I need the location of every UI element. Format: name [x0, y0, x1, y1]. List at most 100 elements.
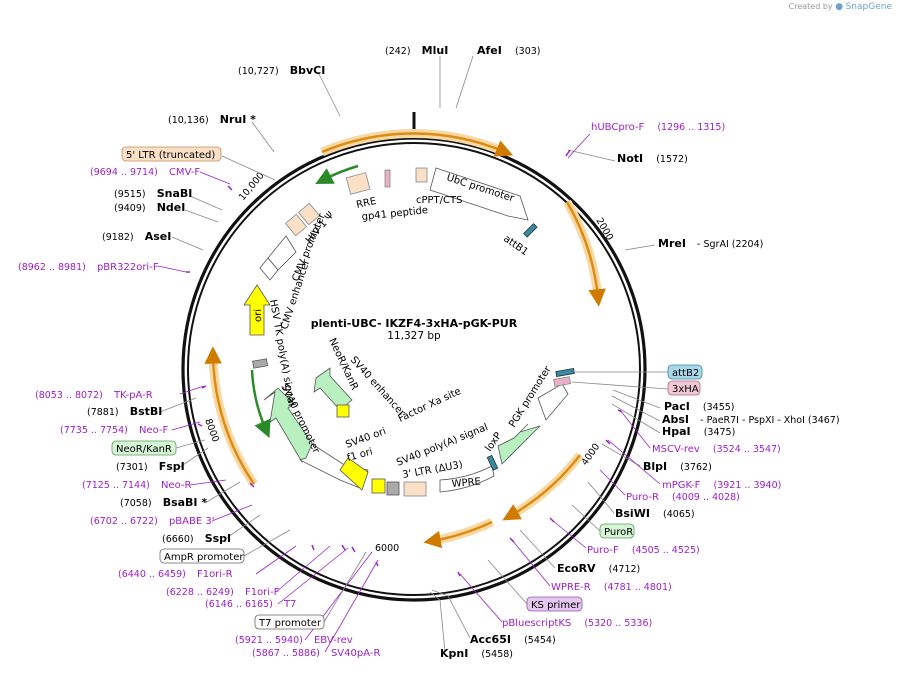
site-bsiwi: BsiWI (4065): [615, 502, 695, 521]
feature-sv40-polya: SV40 poly(A) signal: [395, 422, 490, 469]
svg-text:5' LTR (truncated): 5' LTR (truncated): [126, 150, 215, 161]
tick-10000: 10,000: [237, 170, 267, 203]
site-sspi: (6660) SspI: [162, 527, 231, 546]
primer-neo-f: (7735 .. 7754) Neo-F: [60, 418, 168, 437]
attb1-box: [523, 223, 538, 238]
site-afei: AfeI (303): [477, 39, 541, 58]
orf-arcs: [204, 129, 606, 549]
sv40-polya-gray: [386, 481, 400, 496]
hsv-tk-polya-box: [252, 358, 269, 369]
ubc-promoter-arrow: [429, 167, 529, 221]
site-noti: NotI (1572): [617, 147, 688, 166]
primer-pbluescriptks: pBluescriptKS (5320 .. 5336): [502, 611, 652, 630]
pgk-outline-arrow: [537, 383, 569, 421]
feature-shapes: [243, 167, 575, 497]
snapgene-credit: Created by ● SnapGene: [789, 2, 892, 12]
primer-puro-r: Puro-R (4009 .. 4028): [626, 485, 740, 504]
primer-ebv-rev: (5921 .. 5940) EBV-rev: [235, 628, 353, 647]
primer-ticks: [186, 149, 623, 577]
svg-text:3xHA: 3xHA: [672, 384, 699, 395]
site-lines: [159, 55, 661, 653]
backbone-inner: [187, 142, 641, 596]
box-5ltr: 5' LTR (truncated): [121, 146, 276, 181]
svg-text:NeoR/KanR: NeoR/KanR: [116, 444, 172, 455]
sv40-promoter-arrow: [263, 387, 319, 463]
primer-cmv-f: (9694 .. 9714) CMV-F: [90, 160, 200, 179]
boxed-labels: 5' LTR (truncated) attB2 3xHA NeoR/KanR …: [111, 146, 703, 630]
site-bsabi: (7058) BsaBI *: [120, 491, 207, 510]
credit-brand: SnapGene: [845, 2, 892, 12]
box-puror: PuroR: [571, 504, 635, 539]
ltr5-box: [284, 213, 308, 237]
feature-ori: ori: [253, 309, 264, 322]
ori-arrow: [243, 284, 271, 336]
orf-arc-bottom: [423, 520, 493, 549]
site-nrui: (10,136) NruI *: [168, 108, 256, 127]
plasmid-size: 11,327 bp: [387, 330, 441, 342]
tick-8000: 8000: [202, 417, 221, 443]
orf-arc-inner-left: [250, 369, 271, 439]
svg-text:PuroR: PuroR: [604, 527, 633, 538]
loxp-box: [486, 454, 499, 471]
site-bbvci: (10,727) BbvCI: [238, 59, 325, 78]
site-asei: (9182) AseI: [102, 225, 171, 244]
pgk-promoter-arrow: [497, 423, 541, 465]
site-ecorv: EcoRV (4712): [557, 557, 640, 576]
wpre-arrow: [439, 465, 495, 493]
rre-box: [345, 172, 371, 195]
plasmid-name: plenti-UBC- IKZF4-3xHA-pGK-PUR: [311, 317, 518, 330]
ltr3-box: [403, 481, 427, 497]
orf-arc-glow-lowright: [507, 452, 584, 520]
site-kpni: KpnI (5458): [440, 642, 513, 661]
primer-pbr322ori-f: (8962 .. 8981) pBR322ori-F: [18, 255, 159, 274]
site-ndei: (9409) NdeI: [114, 196, 185, 215]
orf-arc-inner-top: [315, 164, 359, 185]
snapgene-logo: ●: [835, 2, 844, 12]
site-mrei: MreI - SgrAI (2204): [658, 232, 763, 251]
orf-arc-glow-left: [208, 354, 258, 487]
orf-arc-lowright: [502, 454, 581, 521]
primer-pbabe3: (6702 .. 6722) pBABE 3': [90, 509, 214, 528]
feature-wpre: WPRE: [451, 476, 481, 490]
box-attb2: attB2: [575, 364, 703, 380]
site-labels: (242) MluI AfeI (303) (10,727) BbvCI (10…: [87, 39, 840, 661]
feature-cppt-cts: cPPT/CTS: [416, 195, 462, 206]
tick-4000: 4000: [579, 442, 602, 468]
svg-text:AmpR promoter: AmpR promoter: [164, 552, 244, 563]
orf-arc-top: [321, 132, 514, 157]
primer-f1ori-r: (6440 .. 6459) F1ori-R: [118, 562, 233, 581]
primer-hubcpro-f: hUBCpro-F (1296 .. 1315): [591, 115, 725, 134]
svg-text:T7 promoter: T7 promoter: [258, 618, 322, 629]
site-absi: AbsI - PaeR7I - PspXI - XhoI (3467): [662, 408, 840, 427]
primer-mpgk-f: mPGK-F (3921 .. 3940): [662, 473, 781, 492]
gp41-box: [384, 169, 391, 188]
site-bstbi: (7881) BstBI: [87, 400, 162, 419]
box-ampr-promoter: AmpR promoter: [159, 529, 291, 564]
site-paci: PacI (3455): [664, 395, 735, 414]
primer-sv40pa-r: (5867 .. 5886) SV40pA-R: [252, 641, 380, 660]
box-t7-promoter: T7 promoter: [254, 551, 367, 630]
attb2-box: [555, 368, 575, 377]
feature-rre: RRE: [355, 196, 377, 211]
f1-ori-arrow: [339, 457, 369, 491]
tick-6000: 6000: [375, 543, 399, 554]
sv40-enhancer-box: [336, 404, 350, 418]
site-blpi: BlpI (3762): [643, 455, 712, 474]
orf-arc-glow-right: [563, 199, 603, 299]
site-acc65i: Acc65I (5454): [470, 628, 556, 647]
box-3xha: 3xHA: [571, 380, 701, 396]
primer-t7: (6146 .. 6165) T7: [205, 592, 296, 611]
3xha-box: [553, 376, 572, 387]
primer-mscv-rev: MSCV-rev (3524 .. 3547): [652, 437, 781, 456]
primer-wpre-r: WPRE-R (4781 .. 4801): [551, 575, 672, 594]
cppt-cts-box: [415, 167, 428, 183]
primer-labels: hUBCpro-F (1296 .. 1315) (9694 .. 9714) …: [18, 115, 781, 660]
site-snabi: (9515) SnaBI: [114, 182, 192, 201]
primer-f1ori-f: (6228 .. 6249) F1ori-F: [166, 580, 280, 599]
sv40-polya-box: [371, 478, 386, 494]
orf-arc-left: [204, 346, 256, 485]
box-ks-primer: KS primer: [487, 559, 583, 612]
primer-puro-f: Puro-F (4505 .. 4525): [587, 538, 700, 557]
